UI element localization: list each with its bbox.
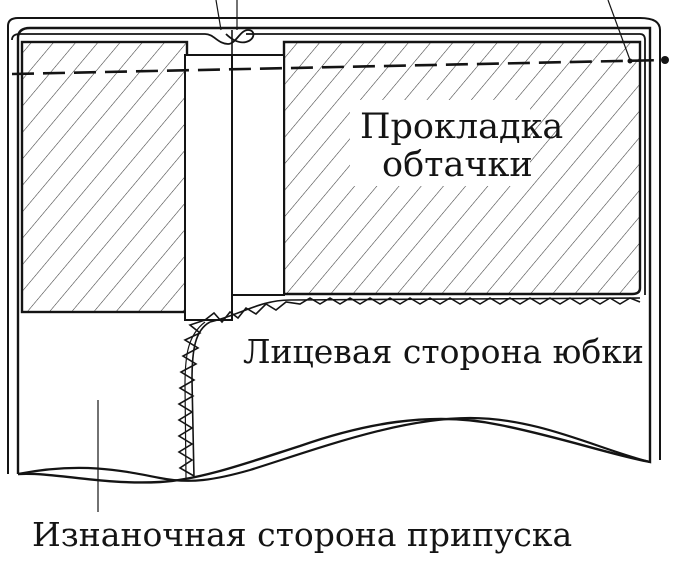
skirt-lower-edge [17, 416, 651, 482]
facing-top-edge-inner-right [246, 33, 646, 295]
leader-line-top-right [607, 0, 631, 61]
facing-top-edge-outer [7, 17, 661, 474]
stitch-line-dashed [11, 58, 666, 76]
overlock-edge-vertical-outer [184, 321, 206, 479]
stitch-line-end-dot [661, 56, 669, 64]
facing-top-edge-inner [11, 33, 205, 41]
label-interfacing-line2: обтачки [382, 145, 533, 185]
interfacing-left [20, 40, 189, 314]
label-interfacing-line1: Прокладка [360, 107, 564, 147]
zipper-top-fold [204, 29, 255, 45]
leader-line-top-left [215, 0, 222, 31]
label-skirt-right-side: Лицевая сторона юбки [243, 332, 644, 371]
overlock-edge-horizontal [204, 297, 641, 324]
stitch-line-end-dot-2 [627, 58, 633, 64]
overlock-edge-horizontal-inner [209, 297, 641, 323]
skirt-panel-outline [16, 26, 652, 484]
zipper-placket-right [231, 54, 285, 296]
overlock-edge-vertical-inner [191, 321, 211, 479]
interfacing-label-backing [350, 100, 530, 186]
zipper-placket-left [184, 54, 233, 321]
label-allowance-wrong-side: Изнаночная сторона припуска [32, 515, 573, 554]
